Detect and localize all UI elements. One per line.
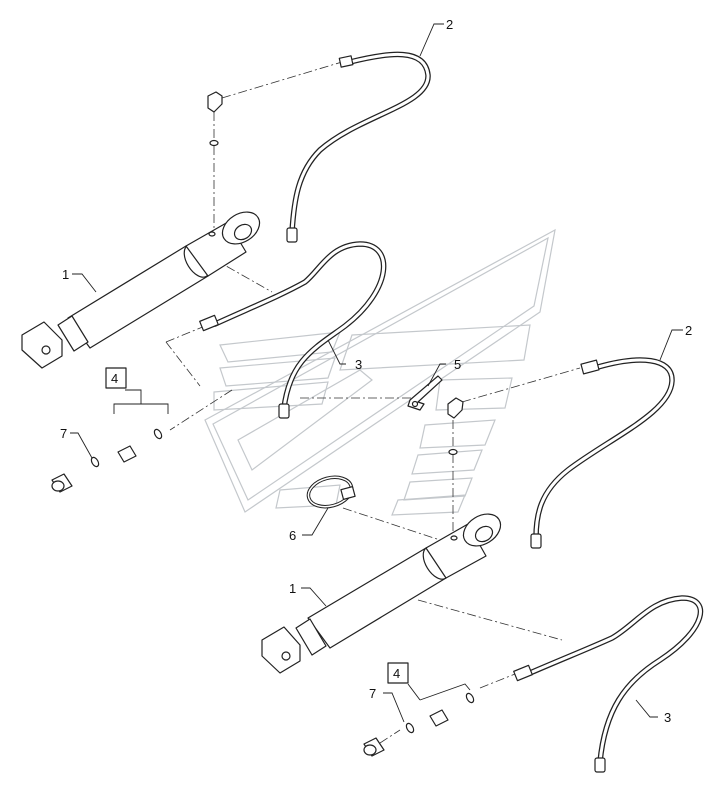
callout-1-lower: 1 [289, 581, 296, 596]
callout-4-lower: 4 [393, 666, 400, 681]
hose-upper-short [212, 241, 387, 411]
hose-fittings [199, 55, 606, 773]
hose-clamp [306, 475, 356, 509]
callout-labels: 1 1 2 2 3 3 4 4 5 6 7 7 [60, 17, 692, 725]
leader-lines [70, 23, 683, 723]
hose-upper-long [289, 51, 431, 235]
kit-brackets [105, 367, 471, 701]
seal-kit-upper [51, 428, 163, 493]
callout-3-upper: 3 [355, 357, 362, 372]
hose-lower-long [533, 357, 675, 541]
callout-2-upper: 2 [446, 17, 453, 32]
hose-lower-short [527, 595, 704, 765]
callout-3-lower: 3 [664, 710, 671, 725]
cylinder-lower [261, 513, 502, 674]
callout-7-upper: 7 [60, 426, 67, 441]
assembly-centerlines [165, 61, 581, 744]
callout-4-upper: 4 [111, 371, 118, 386]
callout-2-lower: 2 [685, 323, 692, 338]
seal-kit-lower [363, 692, 475, 757]
callout-6: 6 [289, 528, 296, 543]
machine-ghost-outline [204, 228, 556, 516]
callout-1-upper: 1 [62, 267, 69, 282]
mounting-bracket [407, 375, 443, 411]
cylinder-upper [21, 211, 261, 369]
callout-5: 5 [454, 357, 461, 372]
callout-7-lower: 7 [369, 686, 376, 701]
elbow-fittings [207, 91, 464, 456]
